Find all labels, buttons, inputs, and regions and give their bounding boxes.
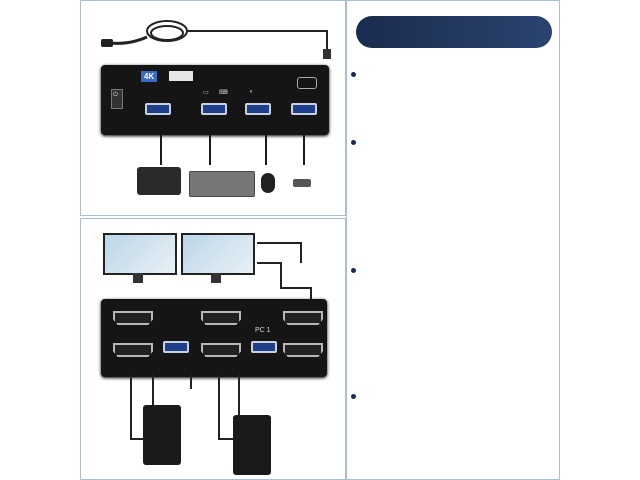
usb-port-2	[201, 103, 227, 115]
monitor-cables	[257, 242, 312, 303]
pc-cables	[130, 375, 241, 440]
keyboard-device-icon	[189, 171, 255, 197]
power-switch[interactable]	[111, 89, 123, 109]
hdmi-port-4	[201, 343, 241, 357]
cable-4	[303, 135, 305, 165]
kvm-switch-body: 4K ⏻ ▭ ⌨ ◖	[101, 65, 329, 135]
monitor-2-stand	[211, 273, 221, 283]
top-product-panel: 4K ⏻ ▭ ⌨ ◖	[80, 0, 346, 216]
pc-label: PC 1	[255, 327, 271, 334]
pc-tower-2	[233, 415, 271, 475]
power-cable	[101, 20, 331, 59]
kvm-switch-back: PC 1	[101, 299, 327, 377]
usb-port-a	[163, 341, 189, 353]
feature-bullet-2	[351, 140, 356, 145]
monitor-2	[181, 233, 255, 275]
hdmi-port-3	[201, 311, 241, 325]
feature-bullet-4	[351, 394, 356, 399]
cable-2	[209, 135, 211, 165]
keyboard-icon: ⌨	[219, 90, 228, 96]
monitor-1-stand	[133, 273, 143, 283]
printer-icon	[137, 167, 181, 195]
4k-badge: 4K	[141, 71, 158, 82]
hdmi-port-2	[113, 343, 153, 357]
hdmi-port-1	[113, 311, 153, 325]
cable-1	[160, 135, 162, 165]
mouse-device-icon	[261, 173, 275, 193]
bottom-product-panel: PC 1	[80, 218, 346, 480]
feature-bullet-1	[351, 72, 356, 77]
usb-port-4	[291, 103, 317, 115]
pc-tower-1	[143, 405, 181, 465]
monitor-1	[103, 233, 177, 275]
power-icon: ⏻	[113, 92, 118, 98]
usb-port-3	[245, 103, 271, 115]
usb-port-1	[145, 103, 171, 115]
model-sticker	[169, 71, 193, 81]
cable-3	[265, 135, 267, 165]
usb-port-b	[251, 341, 277, 353]
hdmi-port-6	[283, 343, 323, 357]
feature-bullet-3	[351, 268, 356, 273]
mouse-icon: ◖	[249, 89, 253, 95]
camera-icon: ▭	[203, 90, 209, 96]
feature-header-pill	[356, 16, 552, 48]
hdmi-port-5	[283, 311, 323, 325]
feature-panel	[346, 0, 560, 480]
usb-drive-icon	[293, 179, 311, 187]
usb-c-port	[297, 77, 317, 89]
